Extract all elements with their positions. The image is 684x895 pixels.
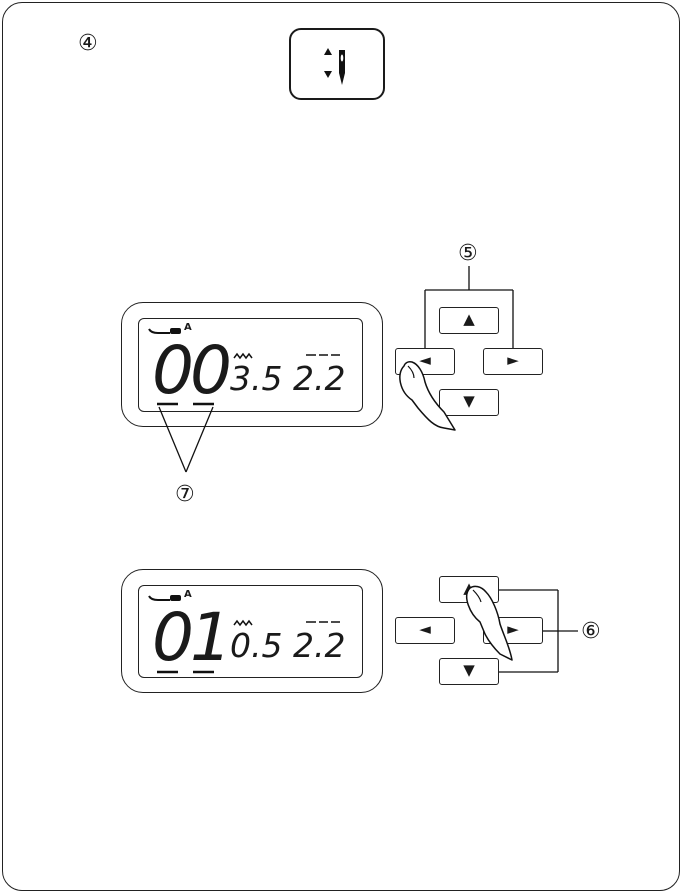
- pattern-digit-bottom-1: 0: [152, 599, 196, 676]
- right-key-top[interactable]: ►: [483, 348, 543, 375]
- stitch-length-value-top: 2.2: [293, 359, 346, 398]
- lcd-screen-top: [138, 318, 363, 412]
- left-key-bottom[interactable]: ◄: [395, 617, 455, 644]
- mode-letter-top: A: [184, 322, 192, 333]
- up-key-top[interactable]: ▲: [439, 307, 499, 334]
- stitch-length-value-bottom: 2.2: [293, 626, 346, 665]
- stitch-width-value-bottom: 0.5: [230, 626, 283, 665]
- mode-letter-bottom: A: [184, 589, 192, 600]
- stitch-width-value-top: 3.5: [230, 359, 283, 398]
- down-key-bottom[interactable]: ▼: [439, 658, 499, 685]
- finger-illustration-top: [399, 361, 456, 431]
- needle-position-icon: [324, 48, 345, 85]
- lcd-display-top: [121, 302, 383, 427]
- step-number: ④: [78, 31, 98, 56]
- finger-illustration-bottom: [466, 585, 513, 661]
- pattern-digit-top-1: 0: [152, 332, 196, 409]
- lcd-screen-bottom: [138, 585, 363, 678]
- pattern-digit-bottom-2: 1: [190, 599, 234, 676]
- callout-6: ⑥: [581, 619, 601, 644]
- lcd-display-bottom: [121, 569, 383, 693]
- needle-up-down-button[interactable]: [289, 28, 385, 100]
- down-key-top[interactable]: ▼: [439, 389, 499, 416]
- callout-5: ⑤: [458, 241, 478, 266]
- callout-7: ⑦: [175, 482, 195, 507]
- pattern-digit-top-2: 0: [190, 332, 234, 409]
